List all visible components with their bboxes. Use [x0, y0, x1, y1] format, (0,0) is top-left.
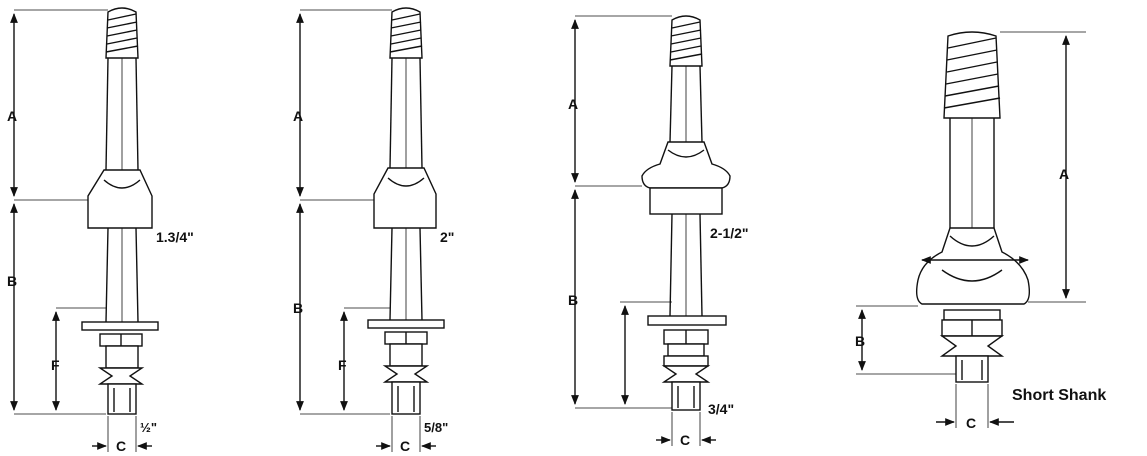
pin-2-washer [367, 319, 445, 329]
pin-2-long-shank [296, 7, 445, 452]
pin-4-caption: Short Shank [1012, 387, 1106, 404]
pin-4-dim-a-label: A [1059, 166, 1069, 182]
pin-2-dim-a-label: A [293, 108, 303, 124]
pin-4-collar [915, 227, 1031, 305]
pin-2-thread-size: 5/8" [424, 420, 448, 435]
pin-3-thread-head [669, 15, 703, 67]
pin-1-thread-head [105, 7, 139, 59]
pin-2-collar [373, 167, 437, 229]
pin-1-collar [87, 169, 153, 229]
pin-3-collar-size: 2-1/2" [710, 225, 749, 241]
pin-3-dim-c-label: C [680, 432, 690, 448]
pin-1-collar-size: 1.3/4" [156, 229, 194, 245]
pin-1-dim-a-label: A [7, 108, 17, 124]
pin-1-thread-size: ½" [140, 420, 157, 435]
pin-1-long-shank [10, 7, 159, 452]
pin-1-dim-b-label: B [7, 273, 17, 289]
pin-3-long-shank [571, 15, 731, 446]
pin-1-dim-c-label: C [116, 438, 126, 454]
pin-2-collar-size: 2" [440, 229, 454, 245]
pin-3-thread-size: 3/4" [708, 401, 734, 417]
pin-4-dim-c-label: C [966, 415, 976, 431]
pin-4-short-shank [856, 31, 1086, 428]
pin-1-dim-f-label: F [51, 357, 60, 373]
pin-2-dim-c-label: C [400, 438, 410, 454]
pin-3-dim-b-label: B [568, 292, 578, 308]
pin-3-collar [641, 141, 731, 189]
pin-2-dim-b-label: B [293, 300, 303, 316]
pin-2-thread-head [389, 7, 423, 59]
pin-3-washer [647, 315, 727, 326]
pin-4-dim-b-label: B [855, 333, 865, 349]
pin-1-washer [81, 321, 159, 331]
pin-4-thread-head [943, 31, 1001, 119]
pin-2-dim-f-label: F [338, 357, 347, 373]
pin-3-dim-a-label: A [568, 96, 578, 112]
